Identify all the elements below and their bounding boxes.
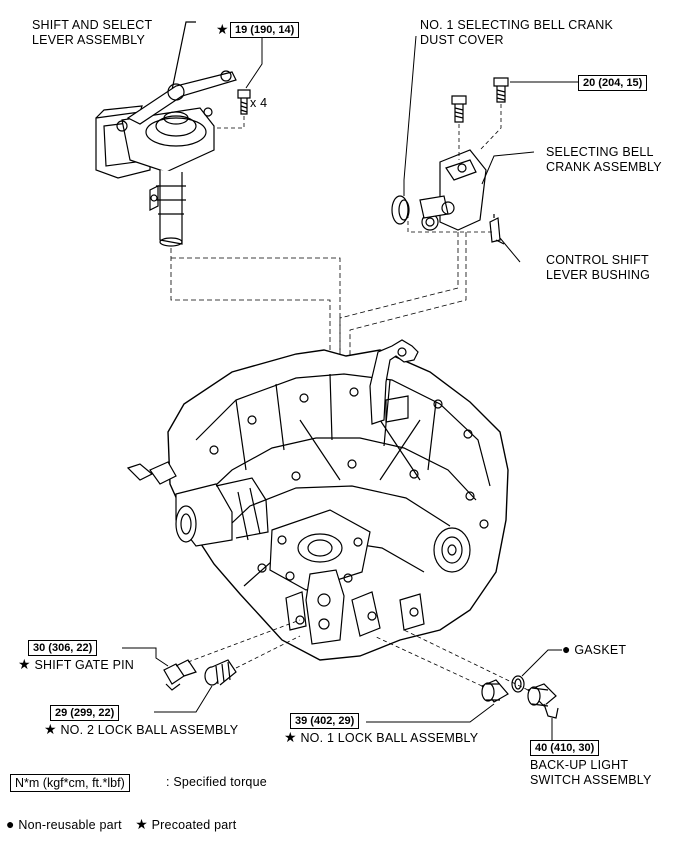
legend-torque-description: : Specified torque — [166, 775, 267, 789]
label-line: LEVER ASSEMBLY — [32, 33, 146, 47]
label-no1-lock-ball: ★ NO. 1 LOCK BALL ASSEMBLY — [284, 730, 478, 746]
label-shift-gate-pin: ★ SHIFT GATE PIN — [18, 657, 134, 673]
legend-precoated: Precoated part — [151, 818, 237, 832]
label-line: SHIFT AND SELECT — [32, 18, 153, 32]
torque-box-shift-gate-pin: 30 (306, 22) — [28, 640, 98, 656]
axis-shift-lever — [170, 248, 331, 372]
bell-crank-drawing — [339, 35, 580, 380]
precoated-star-icon: ★ — [18, 656, 31, 672]
bolt-quantity: x 4 — [250, 96, 268, 110]
legend-torque-unit-box: N*m (kgf*cm, ft.*lbf) — [10, 774, 130, 792]
torque-box-bell-crank-bolt: 20 (204, 15) — [578, 75, 648, 91]
label-line: DUST COVER — [420, 33, 504, 47]
label-line: CRANK ASSEMBLY — [546, 160, 662, 174]
leader-bell-crank — [481, 151, 535, 185]
label-gasket: ● GASKET — [562, 642, 626, 658]
leader-shift-lever — [171, 21, 196, 91]
torque-box-no1-lock-ball: 39 (402, 29) — [290, 713, 360, 729]
label-line: CONTROL SHIFT — [546, 253, 649, 267]
label-text: NO. 1 LOCK BALL ASSEMBLY — [300, 731, 479, 745]
shift-gate-pin-drawing — [122, 619, 301, 691]
label-line: SWITCH ASSEMBLY — [530, 773, 652, 787]
non-reusable-dot-icon: ● — [562, 641, 571, 657]
label-line: NO. 1 SELECTING BELL CRANK — [420, 18, 613, 32]
no2-lock-ball-drawing — [154, 635, 301, 713]
label-line: BACK-UP LIGHT — [530, 758, 629, 772]
legend-non-reusable: Non-reusable part — [18, 818, 122, 832]
label-bell-crank-assembly: SELECTING BELL CRANK ASSEMBLY — [546, 145, 662, 175]
torque-box-backup-light: 40 (410, 30) — [530, 740, 600, 756]
torque-box-lever-bolts: 19 (190, 14) — [230, 22, 300, 38]
label-shift-select-lever: SHIFT AND SELECT LEVER ASSEMBLY — [32, 18, 152, 48]
label-text: NO. 2 LOCK BALL ASSEMBLY — [60, 723, 239, 737]
label-text: GASKET — [574, 643, 627, 657]
precoated-star-icon: ★ — [216, 21, 229, 37]
shift-select-lever-drawing — [95, 21, 341, 376]
precoated-star-icon: ★ — [44, 721, 57, 737]
label-line: SELECTING BELL — [546, 145, 654, 159]
non-reusable-dot-icon: ● — [6, 816, 15, 832]
leader-dust-cover — [403, 35, 417, 196]
backup-light-switch-drawing — [403, 629, 559, 742]
precoated-star-icon: ★ — [284, 729, 297, 745]
transaxle-housing-drawing — [126, 339, 509, 661]
label-no2-lock-ball: ★ NO. 2 LOCK BALL ASSEMBLY — [44, 722, 238, 738]
torque-box-no2-lock-ball: 29 (299, 22) — [50, 705, 120, 721]
precoated-star-icon: ★ — [135, 816, 148, 832]
legend-symbols: ● Non-reusable part ★ Precoated part — [6, 817, 236, 833]
label-control-shift-bushing: CONTROL SHIFT LEVER BUSHING — [546, 253, 650, 283]
no1-lock-ball-drawing — [366, 635, 509, 723]
leader-bushing — [499, 237, 521, 263]
label-text: SHIFT GATE PIN — [34, 658, 135, 672]
label-backup-light-switch: BACK-UP LIGHT SWITCH ASSEMBLY — [530, 758, 652, 788]
label-bell-crank-dust-cover: NO. 1 SELECTING BELL CRANK DUST COVER — [420, 18, 613, 48]
label-line: LEVER BUSHING — [546, 268, 651, 282]
